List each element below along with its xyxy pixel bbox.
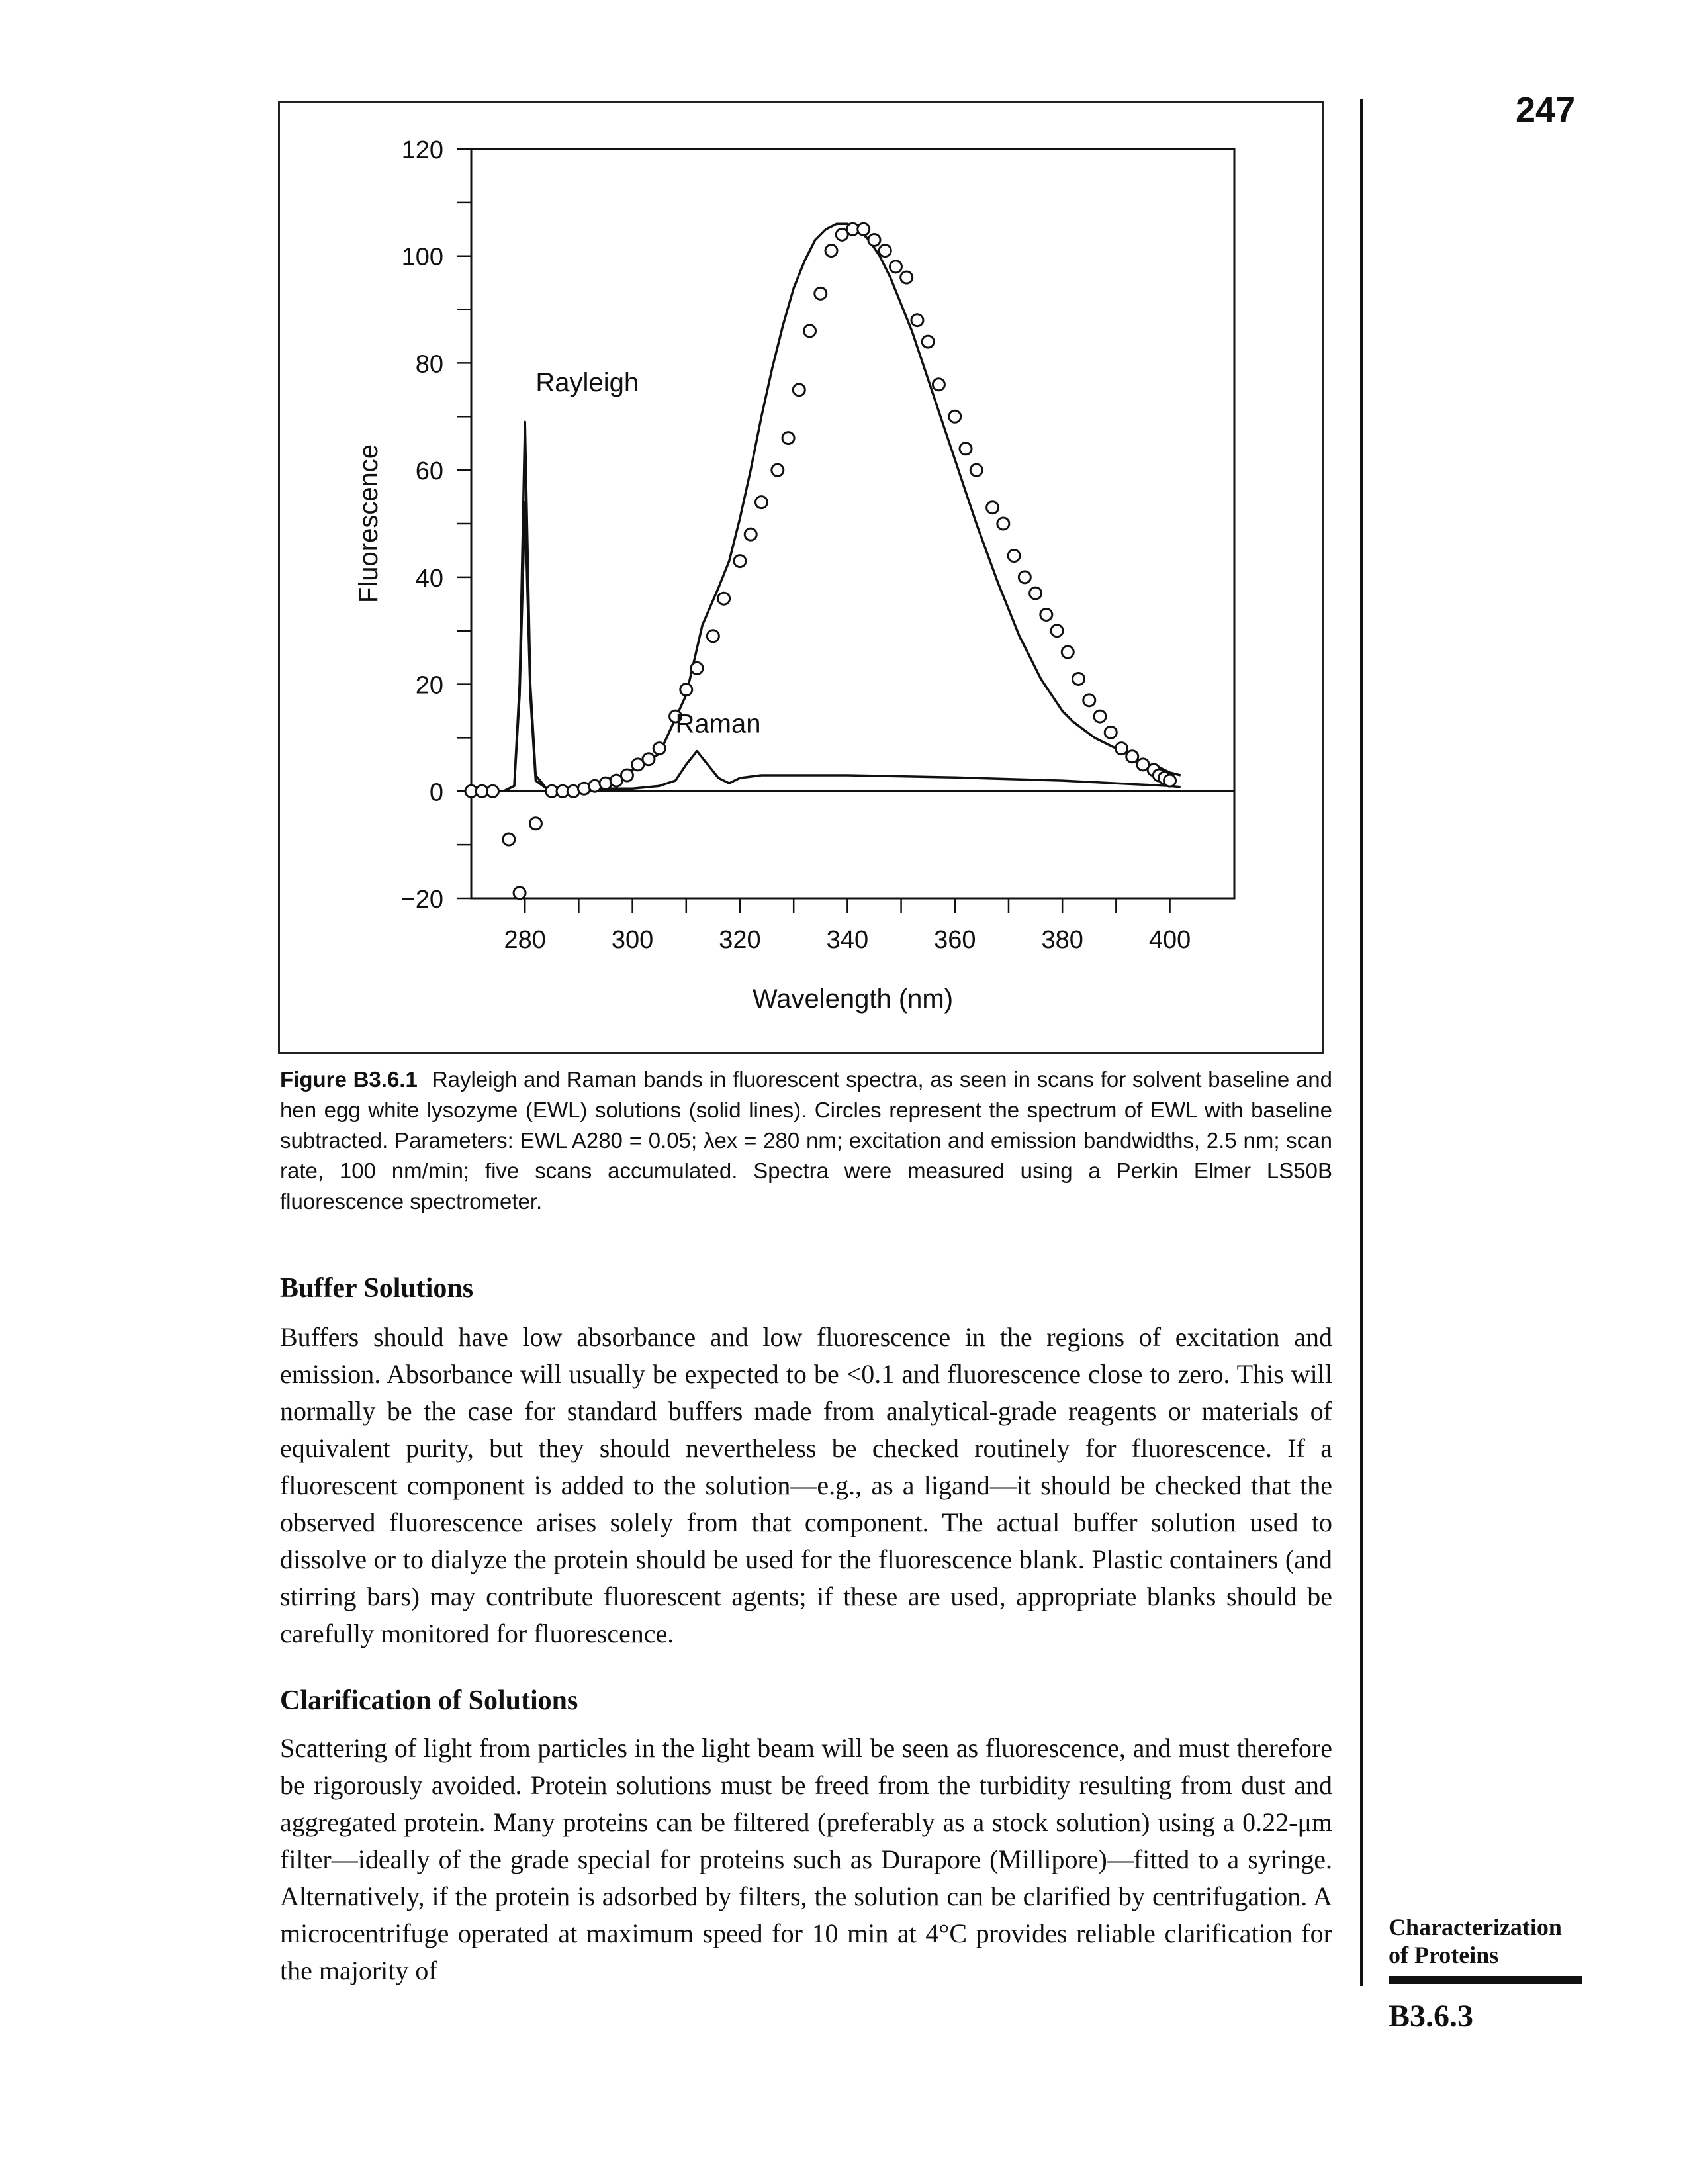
data-point-circle <box>835 227 849 242</box>
data-point-circle <box>1114 741 1128 756</box>
data-point-circle <box>717 591 731 606</box>
data-point-circle <box>1163 773 1177 788</box>
data-point-circle <box>813 286 828 301</box>
series-line-1 <box>471 500 1181 793</box>
data-point-circle <box>878 244 892 258</box>
data-point-circle <box>1007 549 1021 563</box>
data-point-circle <box>792 383 806 397</box>
data-point-circle <box>1039 607 1054 622</box>
y-tick-label: 80 <box>416 350 443 378</box>
data-point-circle <box>996 516 1011 531</box>
data-point-circle <box>1136 757 1150 772</box>
figure-frame <box>278 101 1324 1054</box>
annotation-raman: Raman <box>676 709 761 738</box>
data-point-circle <box>1028 586 1043 600</box>
data-point-circle <box>824 244 839 258</box>
x-axis-label: Wavelength (nm) <box>753 984 953 1014</box>
page-number: 247 <box>1516 90 1576 130</box>
sidebar-title: Characterization of Proteins <box>1389 1913 1562 1969</box>
data-point-circle <box>619 768 634 783</box>
buffer-solutions-heading: Buffer Solutions <box>280 1273 474 1304</box>
margin-rule <box>1360 99 1363 1986</box>
data-point-circle <box>1017 570 1032 585</box>
clarification-heading: Clarification of Solutions <box>280 1685 578 1716</box>
y-tick-label: 100 <box>402 244 443 271</box>
data-point-circle <box>899 270 914 285</box>
y-axis-label: Fluorescence <box>354 444 383 603</box>
y-tick-label: 120 <box>402 136 443 164</box>
data-point-circle <box>770 463 785 477</box>
data-point-circle <box>969 463 983 477</box>
annotation-rayleigh: Rayleigh <box>535 368 639 397</box>
data-point-circle <box>641 752 656 767</box>
x-tick-label: 320 <box>719 926 760 954</box>
figure-caption-text: Rayleigh and Raman bands in fluorescent … <box>280 1067 1333 1213</box>
buffer-solutions-paragraph: Buffers should have low absorbance and l… <box>280 1322 1332 1648</box>
data-point-circle <box>856 222 871 236</box>
data-point-circle <box>1060 645 1075 659</box>
data-point-circle <box>502 832 516 847</box>
data-point-circle <box>631 757 645 772</box>
data-point-circle <box>1050 624 1064 638</box>
data-point-circle <box>888 260 903 274</box>
figure-caption-label: Figure B3.6.1 <box>280 1067 418 1092</box>
clarification-paragraph: Scattering of light from particles in th… <box>280 1733 1332 1985</box>
sidebar-code: B3.6.3 <box>1389 1999 1474 2034</box>
data-point-circle <box>512 886 527 900</box>
data-point-circle <box>803 324 817 338</box>
data-point-circle <box>781 431 796 446</box>
y-tick-label: −20 <box>401 886 443 914</box>
data-point-circle <box>528 816 543 831</box>
x-tick-label: 360 <box>934 926 976 954</box>
data-point-circle <box>985 500 1000 515</box>
data-point-circle <box>733 554 747 569</box>
data-point-circle <box>1072 671 1086 686</box>
data-point-circle <box>958 442 973 456</box>
data-point-circle <box>931 377 946 392</box>
sidebar-title-line1: Characterization <box>1389 1914 1562 1940</box>
data-point-circle <box>1103 725 1118 739</box>
y-tick-label: 20 <box>416 672 443 700</box>
data-point-circle <box>609 773 623 788</box>
data-point-circle <box>867 232 882 247</box>
data-point-circle <box>668 709 683 724</box>
x-tick-label: 400 <box>1149 926 1191 954</box>
data-point-circle <box>743 527 758 542</box>
data-point-circle <box>921 334 935 349</box>
x-tick-label: 280 <box>504 926 545 954</box>
data-point-circle <box>910 313 925 328</box>
data-point-circle <box>652 741 666 756</box>
y-tick-label: 60 <box>416 457 443 485</box>
series-line-0 <box>471 222 1181 793</box>
data-point-circle <box>948 409 962 424</box>
data-point-circle <box>485 784 500 798</box>
x-tick-label: 300 <box>612 926 653 954</box>
y-tick-label: 40 <box>416 565 443 593</box>
x-tick-label: 340 <box>827 926 868 954</box>
data-point-circle <box>706 629 720 643</box>
sidebar-title-line2: of Proteins <box>1389 1942 1499 1968</box>
data-point-circle <box>754 495 768 510</box>
x-tick-label: 380 <box>1041 926 1083 954</box>
data-point-circle <box>679 683 694 697</box>
data-point-circle <box>1082 693 1097 708</box>
sidebar-bar <box>1389 1976 1582 1984</box>
data-point-circle <box>690 661 704 675</box>
data-point-circle <box>1093 709 1107 724</box>
data-point-circle <box>1125 749 1140 764</box>
chart-series <box>464 222 1181 900</box>
chart-axes: 120 100 80 60 40 20 0 −20 280 300 320 340 360 380 400 <box>401 136 1236 954</box>
y-tick-label: 0 <box>430 779 443 806</box>
